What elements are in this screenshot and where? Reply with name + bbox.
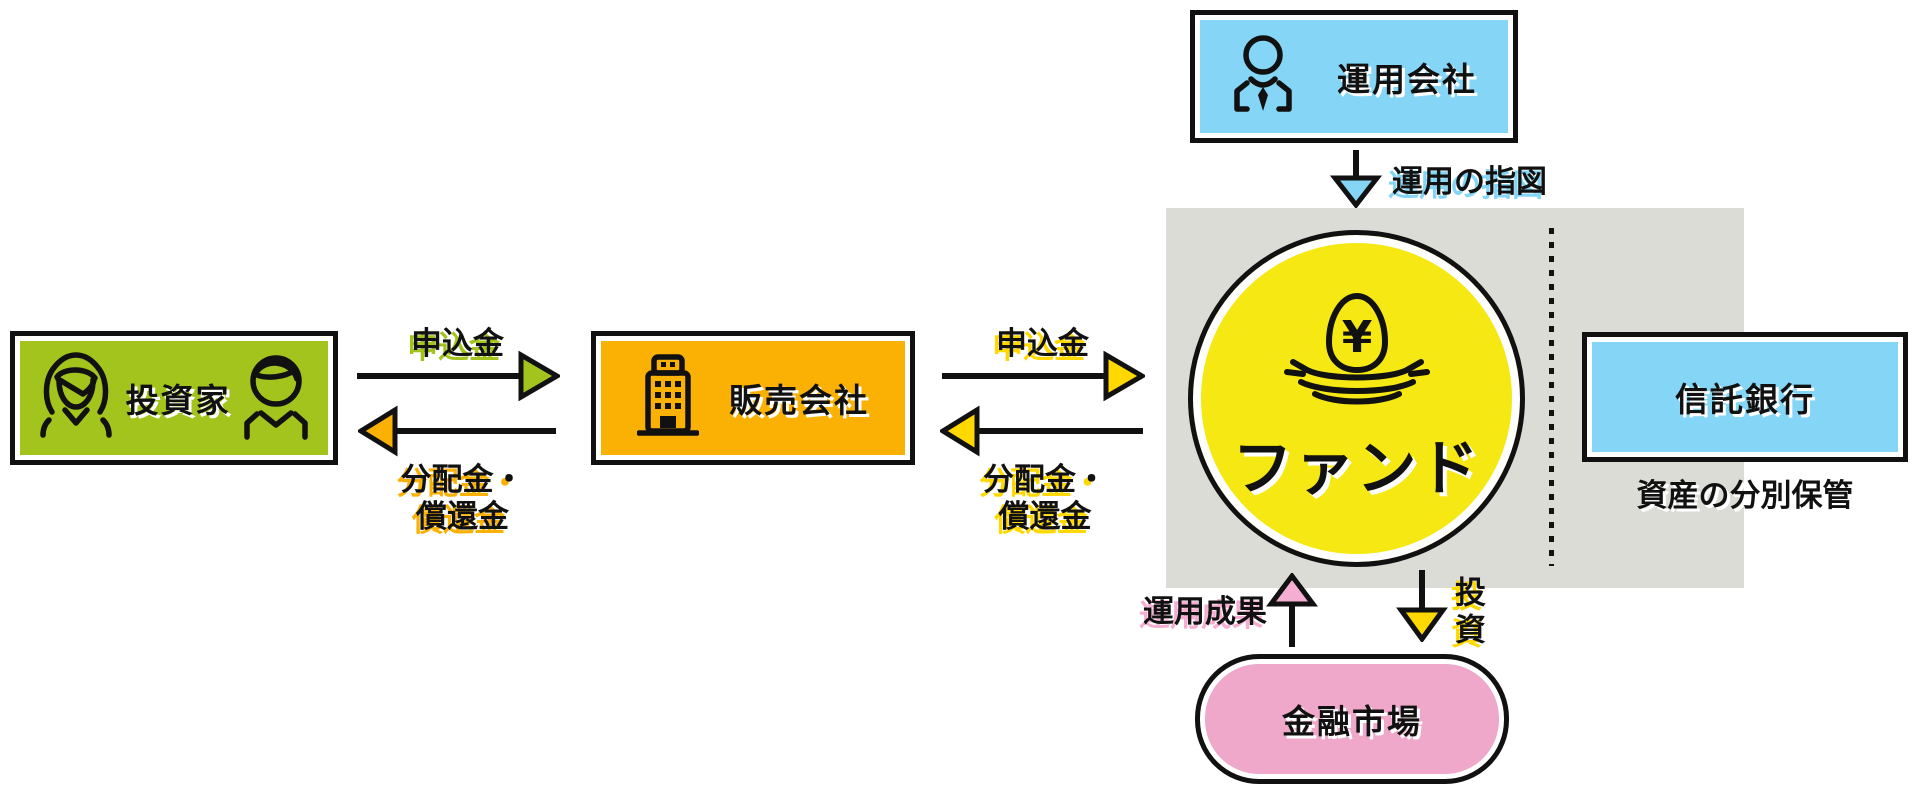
instruction-label: 運用の指図 bbox=[1392, 164, 1547, 200]
fund-manager-label: 運用会社 bbox=[1337, 59, 1477, 99]
financial-market-node: 金融市場 bbox=[1195, 654, 1509, 784]
arrow-fund-to-distributor bbox=[940, 405, 1145, 457]
trust-bank-label: 信託銀行 bbox=[1675, 380, 1815, 419]
trust-bank-node: 信託銀行 bbox=[1582, 332, 1908, 462]
arrow-distributor-to-fund bbox=[940, 350, 1145, 402]
building-icon bbox=[636, 353, 700, 443]
manager-person-icon bbox=[1231, 33, 1295, 121]
arrow-investor-to-distributor bbox=[355, 350, 560, 402]
man-icon bbox=[241, 351, 311, 445]
fund-label: ファンド bbox=[1232, 434, 1481, 504]
arrow-market-to-fund bbox=[1266, 573, 1318, 647]
dotted-divider bbox=[1549, 228, 1554, 566]
yen-egg-nest-icon: ¥ bbox=[1273, 290, 1441, 416]
distribution2-label: 分配金・ 償還金 bbox=[983, 462, 1107, 535]
fund-manager-node: 運用会社 bbox=[1190, 10, 1518, 143]
arrow-distributor-to-investor bbox=[358, 405, 558, 457]
returns-label: 運用成果 bbox=[1143, 594, 1267, 630]
subscription1-label: 申込金 bbox=[411, 326, 504, 362]
fund-node: ¥ ファンド bbox=[1188, 230, 1525, 567]
subscription2-label: 申込金 bbox=[996, 326, 1089, 362]
woman-icon bbox=[37, 350, 115, 446]
investor-label: 投資家 bbox=[125, 381, 231, 420]
custody-caption: 資産の分別保管 bbox=[1636, 478, 1854, 514]
distribution1-label: 分配金・ 償還金 bbox=[400, 462, 525, 535]
arrow-fund-to-market bbox=[1396, 570, 1448, 642]
distributor-label: 販売会社 bbox=[729, 381, 869, 420]
distributor-node: 販売会社 bbox=[591, 331, 915, 465]
svg-text:¥: ¥ bbox=[1341, 312, 1372, 363]
arrow-manager-to-fund bbox=[1330, 150, 1382, 208]
financial-market-label: 金融市場 bbox=[1282, 702, 1422, 741]
investor-node: 投資家 bbox=[10, 331, 338, 465]
investment-label: 投資 bbox=[1449, 576, 1485, 650]
